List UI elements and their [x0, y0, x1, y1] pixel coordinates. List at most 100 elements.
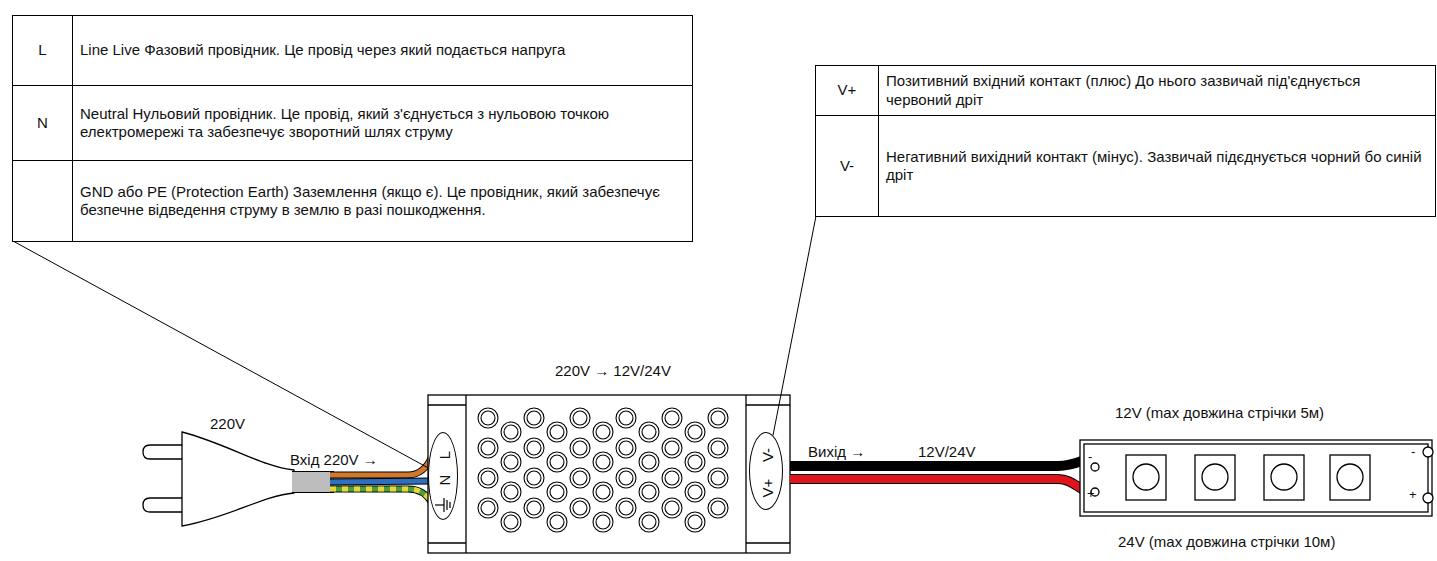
vent-hole: [570, 438, 590, 458]
vent-hole: [662, 438, 682, 458]
vent-hole: [550, 425, 564, 439]
vent-hole: [665, 441, 679, 455]
table-cell: L: [13, 16, 73, 86]
vent-hole: [481, 501, 495, 515]
terminal-block: LN: [428, 432, 458, 520]
vent-hole: [685, 422, 705, 442]
vent-hole: [527, 441, 541, 455]
vent-hole: [524, 468, 544, 488]
vent-hole: [478, 408, 498, 428]
ground-symbol: [429, 490, 459, 520]
vent-hole: [619, 441, 633, 455]
vent-hole: [501, 452, 521, 472]
vent-hole: [550, 515, 564, 529]
vent-hole: [478, 468, 498, 488]
vent-hole: [547, 422, 567, 442]
vent-hole: [570, 468, 590, 488]
leader-line: [13, 241, 428, 468]
label-text: 220V → 12V/24V: [555, 362, 671, 380]
pin-name: V-: [840, 157, 854, 175]
vent-hole: [708, 408, 728, 428]
vent-hole: [527, 501, 541, 515]
label-text: -: [1411, 444, 1415, 460]
vent-hole: [573, 471, 587, 485]
terminal-label: V+: [760, 479, 775, 498]
vent-hole: [527, 411, 541, 425]
vent-hole: [688, 425, 702, 439]
led-strip: [1080, 440, 1433, 516]
vent-hole: [478, 498, 498, 518]
vent-hole: [527, 471, 541, 485]
vent-hole: [573, 411, 587, 425]
info-table: V+ Позитивний вхідний контакт (плюс) До н…: [815, 65, 1436, 217]
vent-hole: [711, 501, 725, 515]
vent-hole: [547, 512, 567, 532]
vent-hole: [619, 411, 633, 425]
vent-hole: [619, 471, 633, 485]
vent-hole: [711, 411, 725, 425]
vent-hole: [573, 501, 587, 515]
vent-hole: [547, 482, 567, 502]
pin-name: N: [37, 114, 48, 132]
vent-hole: [619, 501, 633, 515]
vent-hole: [662, 408, 682, 428]
plug: [143, 432, 294, 526]
pin-name: L: [38, 41, 46, 59]
vent-hole: [550, 485, 564, 499]
description-text: GND або PE (Protection Earth) Заземлення…: [80, 183, 685, 220]
vent-hole: [616, 408, 636, 428]
vent-hole: [504, 515, 518, 529]
description-text: Позитивний вхідний контакт (плюс) До ньо…: [886, 72, 1428, 109]
table-cell: Негативний вихідний контакт (мінус). Заз…: [879, 116, 1435, 216]
vent-hole: [665, 471, 679, 485]
vent-hole: [478, 438, 498, 458]
vent-hole: [504, 485, 518, 499]
vent-hole: [688, 485, 702, 499]
table-cell: [13, 161, 73, 241]
vent-hole: [504, 425, 518, 439]
label-text: 24V (max довжина стрічки 10м): [1118, 533, 1335, 551]
vent-hole: [596, 455, 610, 469]
table-cell: Neutral Нульовий провідник. Це провід, я…: [73, 86, 692, 161]
vent-hole: [685, 452, 705, 472]
vent-hole: [639, 452, 659, 472]
vent-hole: [639, 482, 659, 502]
vent-hole: [547, 452, 567, 472]
output-wires: [790, 458, 1090, 493]
vent-hole: [685, 482, 705, 502]
vent-hole: [524, 498, 544, 518]
vent-hole: [616, 498, 636, 518]
label-text: 12V/24V: [918, 443, 976, 461]
table-cell: GND або PE (Protection Earth) Заземлення…: [73, 161, 692, 241]
vent-hole: [501, 422, 521, 442]
vent-hole: [501, 482, 521, 502]
vent-hole: [616, 468, 636, 488]
vent-hole: [662, 498, 682, 518]
vent-hole: [662, 468, 682, 488]
label-text: +: [1087, 486, 1095, 502]
pin-name: V+: [838, 81, 857, 99]
description-text: Line Live Фазовий провідник. Це провід ч…: [80, 41, 565, 59]
vent-holes: [478, 408, 728, 532]
table-cell: Позитивний вхідний контакт (плюс) До ньо…: [879, 66, 1435, 116]
vent-hole: [501, 512, 521, 532]
terminal-label: N: [437, 475, 452, 486]
terminal-label: L: [437, 451, 452, 459]
table-cell: V+: [816, 66, 879, 116]
vent-hole: [688, 455, 702, 469]
vent-hole: [642, 485, 656, 499]
vent-hole: [665, 411, 679, 425]
label-text: -: [1088, 449, 1092, 465]
vent-hole: [570, 498, 590, 518]
description-text: Негативний вихідний контакт (мінус). Заз…: [886, 148, 1428, 185]
vent-hole: [573, 441, 587, 455]
terminal-block: V+ V-: [749, 432, 783, 510]
label-text: 12V (max довжина стрічки 5м): [1115, 404, 1324, 422]
vent-hole: [639, 512, 659, 532]
terminal-label: V-: [760, 448, 775, 462]
info-table: L Line Live Фазовий провідник. Це провід …: [12, 15, 693, 242]
vent-hole: [593, 512, 613, 532]
vent-hole: [711, 471, 725, 485]
vent-hole: [639, 422, 659, 442]
vent-hole: [642, 455, 656, 469]
